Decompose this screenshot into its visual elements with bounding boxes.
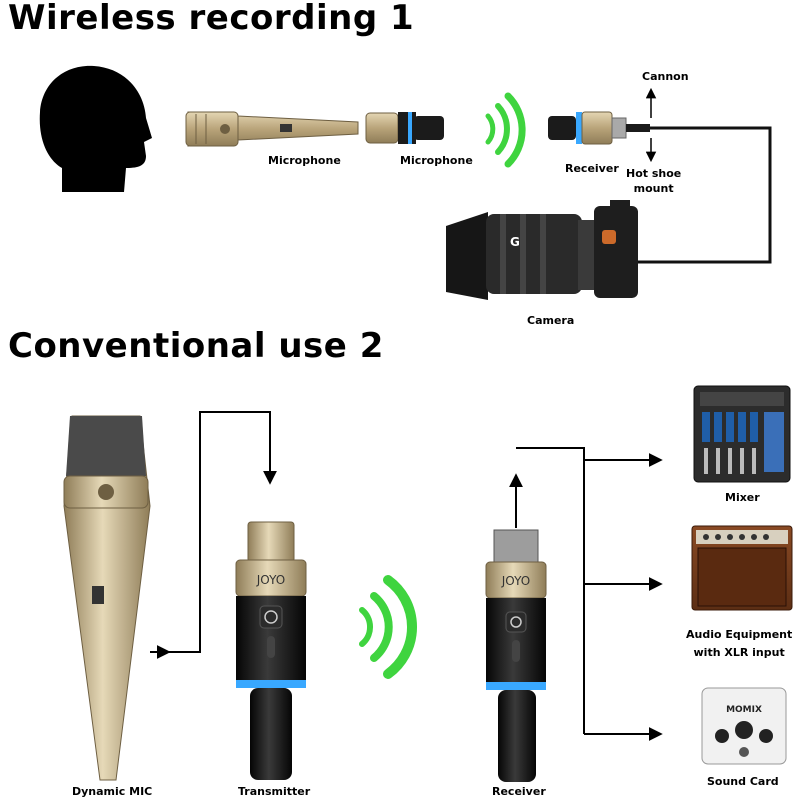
label-microphone-2: Microphone	[400, 154, 473, 167]
label-audio-equipment: Audio Equipment with XLR input	[686, 628, 793, 659]
power-button-icon	[264, 610, 278, 624]
receiver-small	[548, 111, 650, 145]
svg-text:G: G	[510, 235, 520, 249]
head-silhouette-icon	[39, 65, 153, 192]
camera-icon: G	[446, 200, 638, 300]
microphone-horizontal	[185, 111, 359, 147]
transmitter-device: JOYO	[235, 521, 307, 780]
dynamic-mic	[63, 415, 151, 781]
label-sound-card: Sound Card	[707, 775, 779, 788]
power-button-icon-2	[510, 616, 522, 628]
receiver-brand: JOYO	[501, 574, 530, 588]
label-camera: Camera	[527, 314, 575, 327]
label-receiver-1: Receiver	[565, 162, 619, 175]
label-transmitter: Transmitter	[238, 785, 311, 798]
wireless-signal-icon	[485, 92, 526, 168]
cable-mic-to-transmitter	[150, 411, 277, 653]
label-microphone-1: Microphone	[268, 154, 341, 167]
label-mixer: Mixer	[725, 491, 760, 504]
audio-equipment-icon	[691, 525, 793, 611]
label-dynamic-mic: Dynamic MIC	[72, 785, 153, 798]
sound-card-brand: MOMIX	[726, 705, 762, 715]
transmitter-small	[365, 112, 444, 144]
sound-card-icon: MOMIX	[701, 687, 787, 765]
wireless-signal-icon-2	[359, 575, 418, 679]
label-hot-shoe: Hot shoe mount	[626, 167, 682, 195]
transmitter-brand: JOYO	[256, 573, 285, 587]
label-cannon: Cannon	[642, 70, 689, 83]
section1-title: Wireless recording 1	[8, 0, 415, 38]
cable-bus	[516, 447, 585, 734]
section2-title: Conventional use 2	[8, 326, 384, 366]
label-receiver-2: Receiver	[492, 785, 546, 798]
receiver-device: JOYO	[485, 529, 547, 782]
mixer-icon	[693, 385, 791, 483]
audio-cable	[634, 126, 772, 264]
